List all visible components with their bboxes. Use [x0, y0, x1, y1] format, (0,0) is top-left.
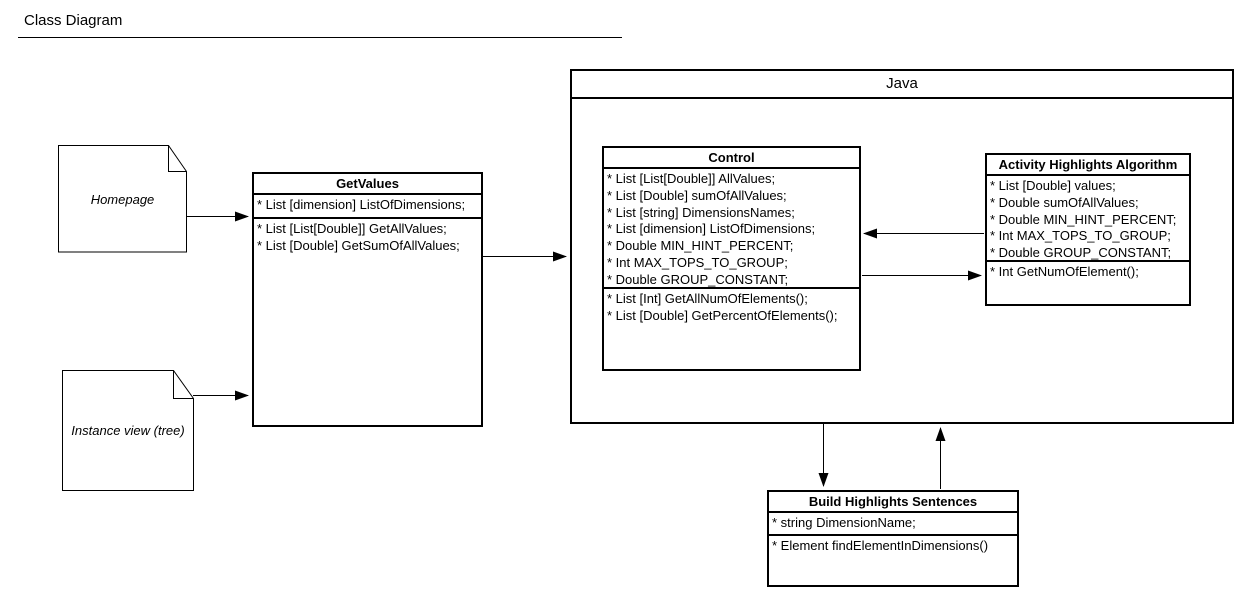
attribute-row: * List [string] DimensionsNames; — [607, 204, 795, 220]
note-fold-icon — [168, 145, 187, 172]
class-build-highlights-sentences: Build Highlights Sentences * string Dime… — [767, 490, 1019, 587]
class-activity-highlights-attributes: * List [Double] values; * Double sumOfAl… — [987, 176, 1189, 262]
class-getvalues-title: GetValues — [254, 174, 481, 195]
method-row: * List [Int] GetAllNumOfElements(); — [607, 291, 808, 306]
attribute-row: * List [dimension] ListOfDimensions; — [607, 221, 816, 237]
method-row: * List [Double] GetSumOfAllValues; — [257, 237, 460, 253]
note-outline — [58, 145, 187, 253]
class-activity-highlights-algorithm: Activity Highlights Algorithm * List [Do… — [985, 153, 1191, 306]
note-homepage-label: Homepage — [90, 191, 155, 207]
note-homepage: Homepage — [58, 145, 187, 253]
attribute-row: * List [dimension] ListOfDimensions; — [257, 197, 466, 212]
note-instance-view: Instance view (tree) — [62, 370, 194, 491]
class-build-highlights-methods: * Element findElementInDimensions() — [769, 536, 1017, 583]
attribute-row: * List [Double] values; — [990, 178, 1116, 193]
class-control: Control * List [List[Double]] AllValues;… — [602, 146, 861, 371]
class-getvalues-methods: * List [List[Double]] GetAllValues; * Li… — [254, 219, 481, 425]
method-row: * Int GetNumOfElement(); — [990, 264, 1139, 279]
method-row: * List [List[Double]] GetAllValues; — [257, 221, 447, 236]
package-java-title: Java — [572, 71, 1232, 99]
attribute-row: * List [Double] sumOfAllValues; — [607, 187, 787, 203]
note-outline — [62, 370, 194, 491]
class-control-title: Control — [604, 148, 859, 169]
method-row: * Element findElementInDimensions() — [772, 538, 989, 553]
attribute-row: * Int MAX_TOPS_TO_GROUP; — [607, 254, 788, 270]
note-shape-icon — [58, 145, 187, 253]
page-title: Class Diagram — [24, 12, 123, 29]
class-build-highlights-title: Build Highlights Sentences — [769, 492, 1017, 513]
class-activity-highlights-title: Activity Highlights Algorithm — [987, 155, 1189, 176]
attribute-row: * Double GROUP_CONSTANT; — [607, 271, 789, 287]
class-control-attributes: * List [List[Double]] AllValues; * List … — [604, 169, 859, 289]
method-row: * List [Double] GetPercentOfElements(); — [607, 307, 838, 323]
attribute-row: * Double MIN_HINT_PERCENT; — [607, 238, 794, 254]
class-getvalues: GetValues * List [dimension] ListOfDimen… — [252, 172, 483, 427]
attribute-row: * Double GROUP_CONSTANT; — [990, 245, 1172, 261]
class-control-methods: * List [Int] GetAllNumOfElements(); * Li… — [604, 289, 859, 369]
class-build-highlights-attributes: * string DimensionName; — [769, 513, 1017, 536]
attribute-row: * List [List[Double]] AllValues; — [607, 171, 776, 186]
class-getvalues-attributes: * List [dimension] ListOfDimensions; — [254, 195, 481, 219]
attribute-row: * Double sumOfAllValues; — [990, 194, 1139, 210]
note-fold-icon — [173, 370, 194, 399]
attribute-row: * string DimensionName; — [772, 515, 916, 530]
attribute-row: * Int MAX_TOPS_TO_GROUP; — [990, 228, 1171, 244]
attribute-row: * Double MIN_HINT_PERCENT; — [990, 211, 1177, 227]
note-shape-icon — [62, 370, 194, 491]
class-activity-highlights-methods: * Int GetNumOfElement(); — [987, 262, 1189, 304]
note-instance-view-label: Instance view (tree) — [71, 423, 185, 438]
